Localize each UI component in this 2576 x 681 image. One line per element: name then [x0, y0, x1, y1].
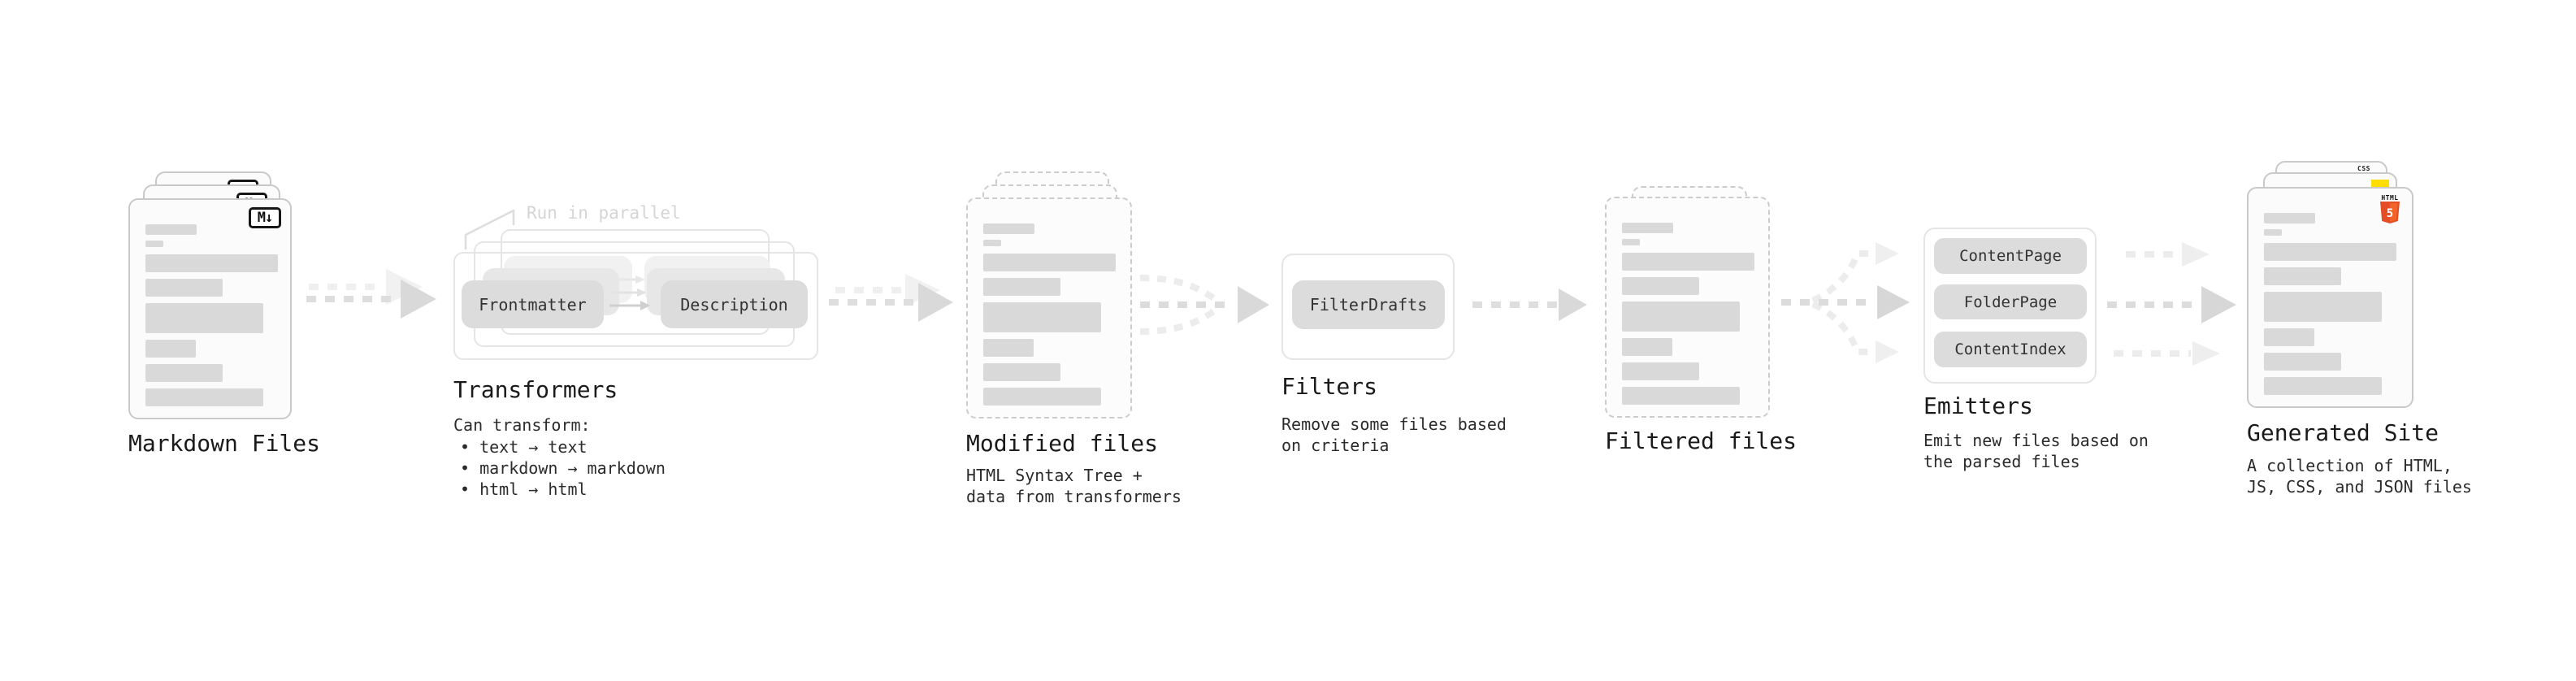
svg-text:5: 5 — [2387, 207, 2393, 220]
skeleton-bar — [983, 254, 1116, 271]
filters-desc-line1: Remove some files based — [1281, 414, 1507, 434]
skeleton-bar — [145, 241, 163, 247]
skeleton-bar — [145, 303, 263, 333]
filterdrafts-pill: FilterDrafts — [1292, 280, 1445, 329]
html5-badge-text: HTML — [2381, 194, 2399, 202]
transformers-bullet: • text → text — [460, 437, 588, 457]
skeleton-bar — [145, 279, 223, 297]
skeleton-bar — [1622, 223, 1673, 233]
skeleton-bar — [2264, 229, 2282, 236]
transformers-title: Transformers — [453, 376, 618, 403]
filtered-file-front — [1605, 197, 1770, 418]
skeleton-bar — [983, 363, 1060, 381]
generated-site-desc-line2: JS, CSS, and JSON files — [2247, 477, 2472, 497]
transformers-desc-heading: Can transform: — [453, 415, 591, 435]
emitters-desc-line1: Emit new files based on — [1923, 431, 2149, 450]
transformers-bullet: • markdown → markdown — [460, 458, 666, 478]
modified-files-label: Modified files — [966, 430, 1159, 457]
emitter-pill-contentindex: ContentIndex — [1934, 332, 2087, 367]
transformers-bullet: • html → html — [460, 479, 588, 499]
generated-site-label: Generated Site — [2247, 419, 2439, 446]
css-badge-text: CSS — [2357, 165, 2370, 172]
transform-arrows-icon — [609, 275, 650, 310]
markdown-files-label: Markdown Files — [128, 430, 321, 457]
filters-box — [1281, 254, 1455, 360]
run-in-parallel-label: Run in parallel — [527, 203, 681, 223]
modified-files-desc-line2: data from transformers — [966, 487, 1182, 506]
markdown-file-front: M↓ — [128, 198, 292, 419]
skeleton-bar — [1622, 387, 1740, 405]
skeleton-bar — [2264, 267, 2341, 285]
skeleton-bar — [145, 254, 278, 272]
filters-title: Filters — [1281, 373, 1378, 400]
skeleton-bar — [145, 224, 197, 235]
description-pill: Description — [661, 280, 808, 328]
skeleton-bar — [1622, 362, 1699, 380]
modified-file-front — [966, 197, 1132, 419]
skeleton-bar — [1622, 277, 1699, 295]
emitters-desc-line2: the parsed files — [1923, 452, 2080, 471]
flow-arrow-modified-to-filters — [1139, 275, 1269, 335]
skeleton-bar — [1622, 253, 1754, 271]
skeleton-bar — [2264, 377, 2382, 395]
markdown-badge-icon: M↓ — [249, 207, 281, 228]
filters-desc-line2: on criteria — [1281, 436, 1390, 455]
skeleton-bar — [2264, 292, 2382, 322]
skeleton-bar — [1622, 338, 1672, 356]
flow-arrow-emitters-to-generated — [2107, 242, 2236, 366]
flow-arrow-transformers-to-modified — [829, 274, 953, 322]
skeleton-bar — [983, 339, 1034, 357]
run-in-parallel-callout-line — [464, 209, 515, 249]
skeleton-bar — [983, 302, 1101, 332]
flow-arrow-markdown-to-transformers — [306, 269, 436, 319]
skeleton-bar — [983, 240, 1001, 246]
emitters-title: Emitters — [1923, 393, 2033, 419]
modified-files-desc-line1: HTML Syntax Tree + — [966, 466, 1143, 485]
emitters-box — [1923, 228, 2097, 384]
flow-arrow-filters-to-filtered — [1472, 288, 1587, 321]
skeleton-bar — [2264, 328, 2314, 346]
skeleton-bar — [2264, 353, 2341, 371]
frontmatter-pill: Frontmatter — [462, 280, 604, 328]
skeleton-bar — [1622, 301, 1740, 332]
html5-badge-icon: HTML 5 — [2379, 194, 2400, 227]
generated-site-desc-line1: A collection of HTML, — [2247, 456, 2452, 475]
skeleton-bar — [983, 388, 1101, 406]
skeleton-bar — [145, 388, 263, 406]
skeleton-bar — [2264, 213, 2315, 223]
skeleton-bar — [145, 364, 223, 382]
skeleton-bar — [145, 340, 196, 358]
skeleton-bar — [983, 278, 1060, 296]
emitter-pill-folderpage: FolderPage — [1934, 284, 2087, 319]
skeleton-bar — [1622, 239, 1640, 245]
flow-arrow-filtered-to-emitters — [1781, 242, 1910, 363]
html5-shield: 5 — [2380, 202, 2400, 223]
transformer-box-front — [453, 252, 818, 360]
skeleton-bar — [2264, 243, 2396, 261]
filtered-files-label: Filtered files — [1605, 427, 1798, 454]
generated-file-html: HTML 5 — [2247, 187, 2413, 408]
emitter-pill-contentpage: ContentPage — [1934, 238, 2087, 274]
skeleton-bar — [983, 223, 1034, 234]
